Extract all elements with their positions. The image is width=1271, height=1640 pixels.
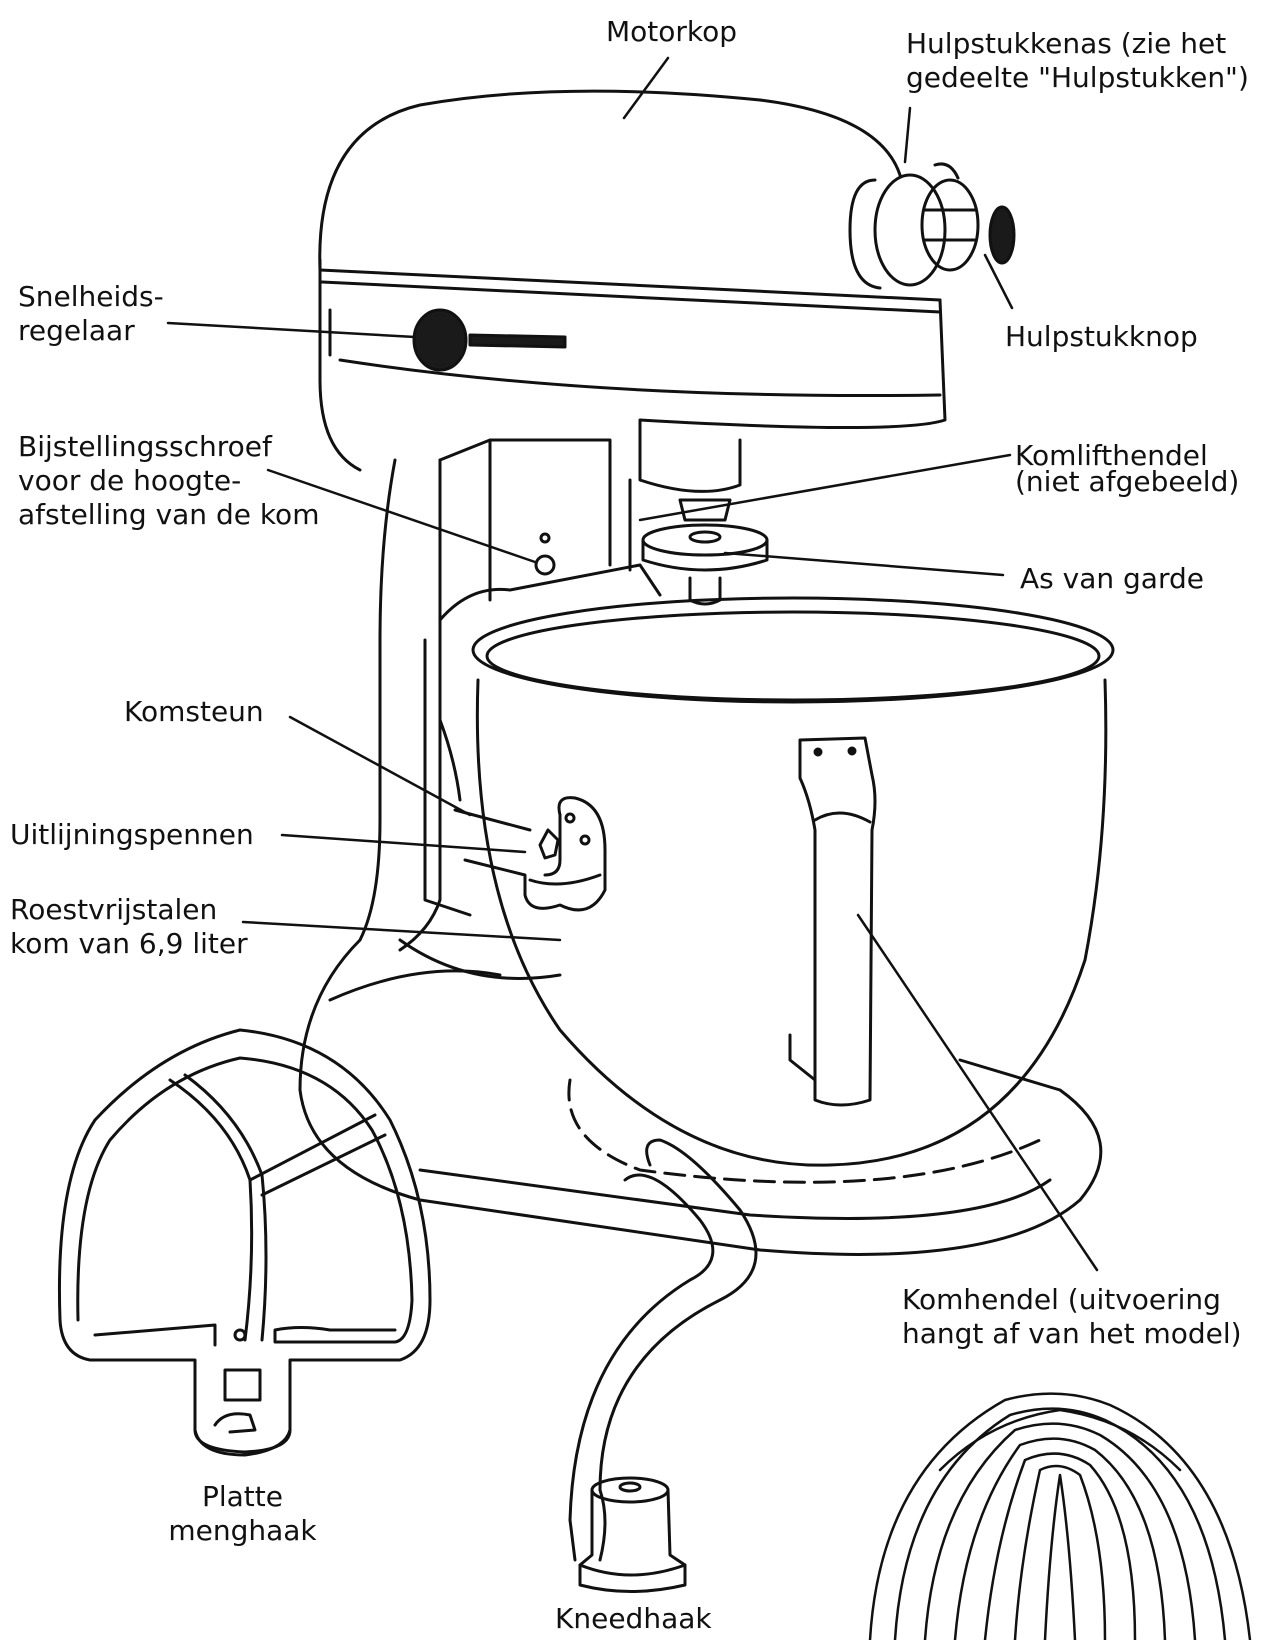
label-hulpstukkenas-line-2: gedeelte "Hulpstukken")	[906, 61, 1249, 94]
label-uitlijningspennen-text: Uitlijningspennen	[10, 818, 254, 851]
label-motorkop-text: Motorkop	[606, 15, 738, 48]
label-hulpstukknop: Hulpstukknop	[1005, 320, 1198, 354]
label-komlifthendel: Komlifthendel (niet afgebeeld)	[1015, 439, 1240, 498]
label-hulpstukknop-text: Hulpstukknop	[1005, 320, 1198, 353]
label-roestvrijstalen-kom: Roestvrijstalen kom van 6,9 liter	[10, 893, 248, 961]
label-bijstellingsschroef: Bijstellingsschroef voor de hoogte- afst…	[18, 430, 319, 532]
label-kneedhaak-text: Kneedhaak	[555, 1602, 712, 1635]
label-snelheidsregelaar-line-1: Snelheids-	[18, 280, 164, 313]
label-komsteun-text: Komsteun	[124, 695, 264, 728]
label-as-van-garde: As van garde	[1020, 562, 1204, 596]
label-platte-menghaak: Platte menghaak	[160, 1480, 325, 1548]
dough-hook	[568, 1138, 758, 1593]
attachment-knob	[988, 205, 1016, 265]
mixer-base	[298, 938, 1103, 1256]
leader-hulpstukkenas	[903, 106, 912, 164]
label-kneedhaak: Kneedhaak	[555, 1602, 712, 1636]
label-bijstellingsschroef-line-1: Bijstellingsschroef	[18, 430, 272, 463]
label-platte-menghaak-line-1: Platte	[201, 1480, 283, 1513]
label-roestvrijstalen-kom-line-1: Roestvrijstalen	[10, 893, 218, 926]
leader-as-van-garde	[723, 551, 1005, 577]
label-uitlijningspennen: Uitlijningspennen	[10, 818, 254, 852]
label-roestvrijstalen-kom-line-2: kom van 6,9 liter	[10, 927, 248, 960]
wire-whip	[868, 1392, 1252, 1640]
label-komhendel: Komhendel (uitvoering hangt af van het m…	[902, 1283, 1242, 1351]
speed-control-knob	[412, 308, 468, 372]
screw-hole	[539, 532, 551, 544]
label-hulpstukkenas-line-1: Hulpstukkenas (zie het	[906, 27, 1227, 60]
label-motorkop: Motorkop	[606, 15, 737, 49]
label-bijstellingsschroef-line-3: afstelling van de kom	[18, 498, 320, 531]
adjustment-screw	[534, 554, 556, 576]
label-bijstellingsschroef-line-2: voor de hoogte-	[18, 464, 242, 497]
label-platte-menghaak-line-2: menghaak	[168, 1514, 317, 1547]
leader-hulpstukknop	[983, 253, 1014, 310]
label-komhendel-line-1: Komhendel (uitvoering	[902, 1283, 1221, 1316]
bowl-support	[453, 796, 607, 912]
speed-slot	[468, 333, 567, 349]
bowl-lift-arm	[423, 563, 662, 917]
leader-lines	[166, 56, 1099, 1272]
leader-uitlijningspennen	[280, 833, 527, 854]
bowl-handle	[788, 736, 877, 1107]
label-komlifthendel-line-1: Komlifthendel	[1015, 439, 1208, 472]
leader-roestvrijstalen-kom	[241, 920, 562, 942]
label-komsteun: Komsteun	[124, 695, 264, 729]
attachment-hub	[848, 162, 980, 290]
flat-beater	[57, 1028, 432, 1457]
label-as-van-garde-text: As van garde	[1020, 562, 1204, 595]
label-komlifthendel-line-2: (niet afgebeeld)	[1015, 465, 1240, 498]
leader-motorkop	[622, 56, 670, 120]
motor-head	[318, 89, 947, 493]
label-komhendel-line-2: hangt af van het model)	[902, 1317, 1242, 1350]
leader-bijstellingsschroef	[266, 468, 537, 564]
leader-komsteun	[288, 715, 472, 817]
leader-komlifthendel	[638, 453, 1012, 522]
label-snelheidsregelaar: Snelheids- regelaar	[18, 280, 164, 348]
leader-snelheidsregelaar	[166, 321, 417, 339]
leader-komhendel	[856, 913, 1099, 1272]
label-hulpstukkenas: Hulpstukkenas (zie het gedeelte "Hulpstu…	[906, 27, 1249, 95]
bowl	[471, 596, 1115, 1167]
mixer-column	[318, 258, 632, 980]
label-snelheidsregelaar-line-2: regelaar	[18, 314, 135, 347]
